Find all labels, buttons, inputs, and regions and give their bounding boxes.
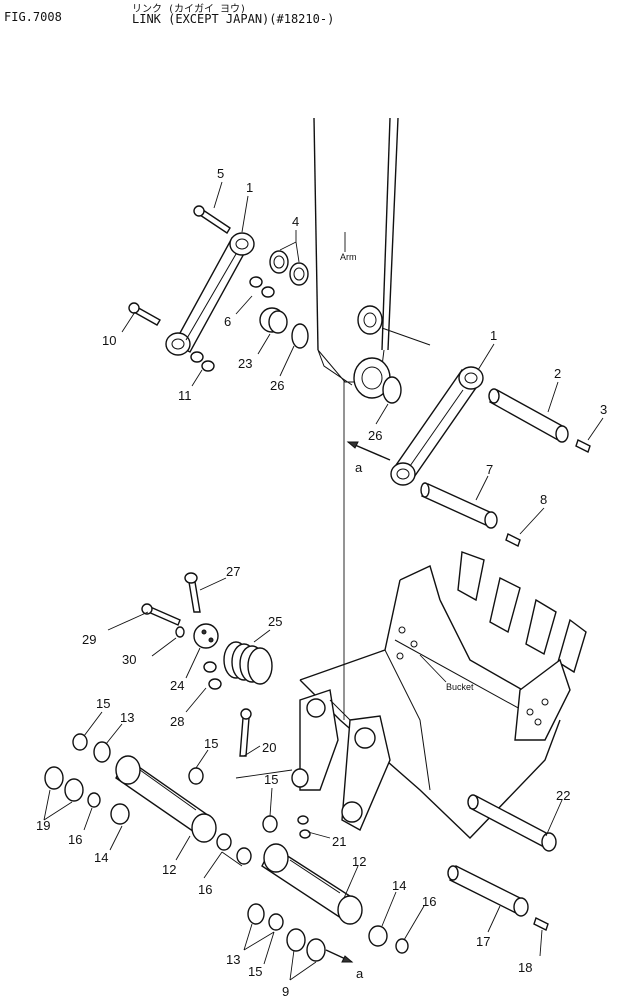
bolt-10 — [128, 302, 161, 326]
bushing-13-a — [93, 741, 111, 763]
callout-14-b: 14 — [392, 878, 406, 893]
callout-23: 23 — [238, 356, 252, 371]
bolt-27 — [184, 572, 201, 613]
callout-24: 24 — [170, 678, 184, 693]
bushing-13-b — [247, 903, 265, 925]
callout-16-b: 16 — [198, 882, 212, 897]
callout-13-b: 13 — [226, 952, 240, 967]
seal-15-d — [268, 913, 284, 931]
callout-6: 6 — [224, 314, 231, 329]
seal-15-b — [188, 767, 204, 785]
arm — [313, 117, 431, 399]
callout-17: 17 — [476, 934, 490, 949]
callout-5: 5 — [217, 166, 224, 181]
o-ring-26-left — [291, 323, 309, 349]
plate-24 — [193, 623, 219, 649]
pin-17 — [447, 865, 529, 917]
seal-16-b-1 — [216, 833, 232, 851]
callout-1-right: 1 — [490, 328, 497, 343]
figure-title-japanese: リンク (カイガイ ヨウ) — [132, 4, 247, 15]
callout-20: 20 — [262, 740, 276, 755]
callout-4: 4 — [292, 214, 299, 229]
callout-1-left: 1 — [246, 180, 253, 195]
bushing-14-b — [368, 925, 388, 947]
callout-19: 19 — [36, 818, 50, 833]
callout-9: 9 — [282, 984, 289, 999]
callout-26-left: 26 — [270, 378, 284, 393]
shim-19-a — [44, 766, 64, 790]
link-right — [390, 366, 484, 486]
callout-21: 21 — [332, 834, 346, 849]
o-ring-26-right — [382, 376, 402, 404]
pin-22 — [467, 794, 557, 852]
callout-15-b: 15 — [204, 736, 218, 751]
link-left-upper — [165, 232, 255, 356]
nuts-11 — [190, 351, 215, 372]
pin-7 — [420, 482, 498, 529]
nuts-6 — [249, 276, 275, 298]
link-12-lower — [261, 843, 363, 925]
leader-lines — [43, 181, 604, 981]
bucket-label: Bucket — [446, 682, 474, 692]
arm-label: Arm — [340, 252, 357, 262]
nuts-28 — [203, 661, 222, 690]
bolt-20 — [239, 708, 252, 757]
fitting-3 — [575, 439, 591, 453]
bolt-5 — [193, 205, 231, 234]
fitting-18 — [533, 917, 549, 931]
bushing-14-a — [110, 803, 130, 825]
callout-30: 30 — [122, 652, 136, 667]
link-12-upper — [115, 755, 217, 843]
spacer-23 — [259, 307, 288, 334]
shim-9-a — [286, 928, 306, 952]
seal-15-c — [262, 815, 278, 833]
callout-26-right: 26 — [368, 428, 382, 443]
callout-12-b: 12 — [352, 854, 366, 869]
callout-14-a: 14 — [94, 850, 108, 865]
shim-9-b — [306, 938, 326, 962]
callout-16-c: 16 — [422, 894, 436, 909]
fitting-8 — [505, 533, 521, 547]
bucket — [291, 551, 587, 839]
shim-19-b — [64, 778, 84, 802]
callout-8: 8 — [540, 492, 547, 507]
callout-18: 18 — [518, 960, 532, 975]
pin-2 — [488, 388, 569, 443]
callout-15-d: 15 — [248, 964, 262, 979]
callout-15-a: 15 — [96, 696, 110, 711]
callout-29: 29 — [82, 632, 96, 647]
callout-15-c: 15 — [264, 772, 278, 787]
callout-2: 2 — [554, 366, 561, 381]
callout-13-a: 13 — [120, 710, 134, 725]
seal-15-a — [72, 733, 88, 751]
seal-16-b-2 — [236, 847, 252, 865]
callout-16-a: 16 — [68, 832, 82, 847]
callout-numbers: 1 5 4 6 10 23 26 11 1 2 3 26 7 8 27 25 2… — [36, 166, 607, 999]
callout-3: 3 — [600, 402, 607, 417]
figure-number: FIG.7008 — [4, 10, 62, 24]
nuts-21 — [297, 815, 311, 839]
callout-22: 22 — [556, 788, 570, 803]
callout-27: 27 — [226, 564, 240, 579]
arrow-a-upper-label: a — [355, 460, 363, 475]
callout-25: 25 — [268, 614, 282, 629]
washers-4 — [269, 250, 309, 286]
figure-title: LINK (EXCEPT JAPAN)(#18210-) — [132, 12, 335, 26]
shims-25 — [223, 641, 273, 685]
bolt-29 — [141, 603, 181, 626]
callout-12-a: 12 — [162, 862, 176, 877]
callout-10: 10 — [102, 333, 116, 348]
arrow-a-lower-label: a — [356, 966, 364, 981]
washer-30 — [175, 626, 185, 638]
callout-7: 7 — [486, 462, 493, 477]
callout-11: 11 — [178, 388, 192, 403]
seal-16-c — [395, 938, 409, 954]
callout-28: 28 — [170, 714, 184, 729]
seal-16-a — [87, 792, 101, 808]
